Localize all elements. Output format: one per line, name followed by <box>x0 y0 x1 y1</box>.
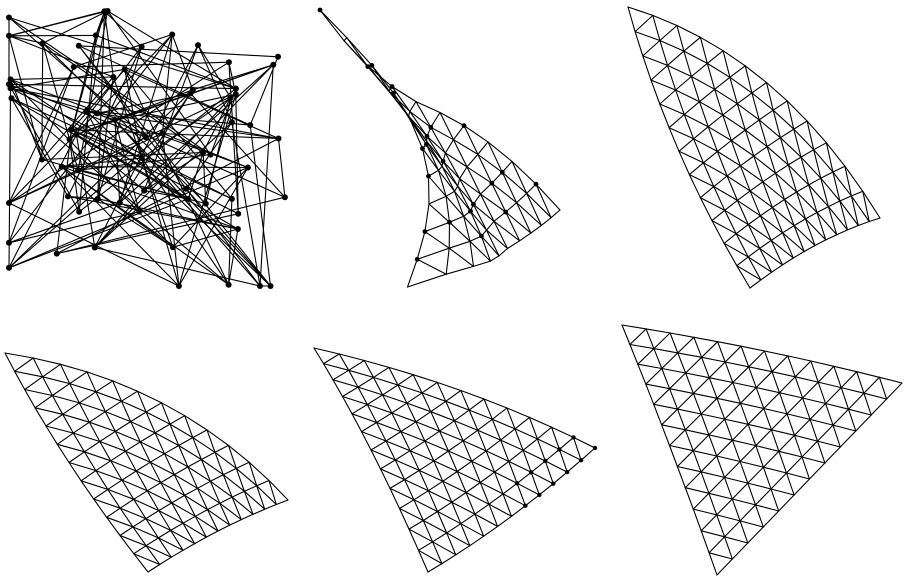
mesh-node <box>233 91 239 97</box>
mesh-node <box>423 229 428 234</box>
mesh-node <box>228 95 234 101</box>
mesh-node <box>73 132 79 138</box>
mesh-node <box>6 15 12 21</box>
mesh-node <box>479 234 484 239</box>
mesh-node <box>318 8 323 13</box>
mesh-node <box>6 81 12 87</box>
mesh-node <box>426 174 431 179</box>
mesh-node <box>534 182 539 187</box>
mesh-node <box>282 194 288 200</box>
mesh-node <box>39 157 45 163</box>
mesh-node <box>6 33 12 39</box>
mesh-node <box>143 134 149 140</box>
mesh-node <box>6 200 12 206</box>
mesh-node <box>565 470 569 474</box>
mesh-node <box>468 209 473 214</box>
mesh-node <box>424 142 429 147</box>
mesh-node <box>247 122 253 128</box>
mesh-node <box>229 196 235 202</box>
mesh-node <box>370 63 375 68</box>
mesh-node <box>54 251 60 257</box>
mesh-node <box>471 202 476 207</box>
mesh-node <box>235 226 241 232</box>
mesh-node <box>6 240 12 246</box>
mesh-node <box>257 283 263 289</box>
mesh-node <box>94 110 100 116</box>
mesh-node <box>183 186 189 192</box>
mesh-node <box>40 40 46 46</box>
mesh-node <box>185 196 191 202</box>
mesh-node <box>68 127 74 133</box>
mesh-node <box>200 150 206 156</box>
mesh-node <box>141 188 147 194</box>
mesh-node <box>462 123 467 128</box>
mesh-node <box>270 62 276 68</box>
mesh-node <box>195 42 201 48</box>
mesh-node <box>365 64 370 69</box>
mesh-node <box>529 470 533 474</box>
mesh-node <box>170 244 176 250</box>
mesh-node <box>169 32 175 38</box>
mesh-node <box>420 146 425 151</box>
mesh-node <box>515 481 519 485</box>
mesh-node <box>557 447 561 451</box>
mesh-node <box>226 59 232 65</box>
mesh-node <box>105 8 111 14</box>
mesh-node <box>571 435 575 439</box>
mesh-node <box>75 167 81 173</box>
mesh-node <box>503 210 508 215</box>
mesh-node <box>235 211 241 217</box>
mesh-node <box>203 201 209 207</box>
mesh-node <box>112 117 118 123</box>
mesh-node <box>489 181 494 186</box>
mesh-node <box>593 446 597 450</box>
mesh-node <box>208 152 214 158</box>
mesh-node <box>523 504 527 508</box>
mesh-node <box>110 74 116 80</box>
mesh-node <box>537 493 541 497</box>
mesh-node <box>551 482 555 486</box>
mesh-node <box>160 130 166 136</box>
mesh-node <box>92 245 98 251</box>
mesh-edge <box>429 176 430 204</box>
mesh-node <box>6 265 12 271</box>
mesh-node <box>415 257 420 262</box>
mesh-node <box>245 165 251 171</box>
mesh-node <box>93 32 99 38</box>
mesh-node <box>425 134 430 139</box>
mesh-node <box>9 95 15 101</box>
mesh-node <box>441 159 446 164</box>
mesh-node <box>390 84 395 89</box>
mesh-node <box>65 193 71 199</box>
mesh-node <box>59 164 65 170</box>
mesh-node <box>122 66 128 72</box>
mesh-node <box>500 170 505 175</box>
mesh-node <box>229 119 235 125</box>
mesh-node <box>136 209 142 215</box>
mesh-node <box>83 108 89 114</box>
mesh-node <box>117 200 123 206</box>
mesh-node <box>428 125 433 130</box>
mesh-node <box>268 283 274 289</box>
mesh-node <box>76 43 82 49</box>
mesh-node <box>139 155 145 161</box>
mesh-node <box>76 209 82 215</box>
mesh-node <box>67 137 73 143</box>
mesh-node <box>139 44 145 50</box>
mesh-node <box>275 54 281 60</box>
mesh-node <box>391 91 396 96</box>
mesh-node <box>176 283 182 289</box>
mesh-node <box>190 87 196 93</box>
mesh-node <box>71 64 77 70</box>
mesh-node <box>226 282 232 288</box>
mesh-node <box>233 86 239 92</box>
mesh-node <box>276 136 282 142</box>
mesh-node <box>95 196 101 202</box>
mesh-node <box>543 459 547 463</box>
mesh-node <box>579 458 583 462</box>
mesh-node <box>447 220 452 225</box>
